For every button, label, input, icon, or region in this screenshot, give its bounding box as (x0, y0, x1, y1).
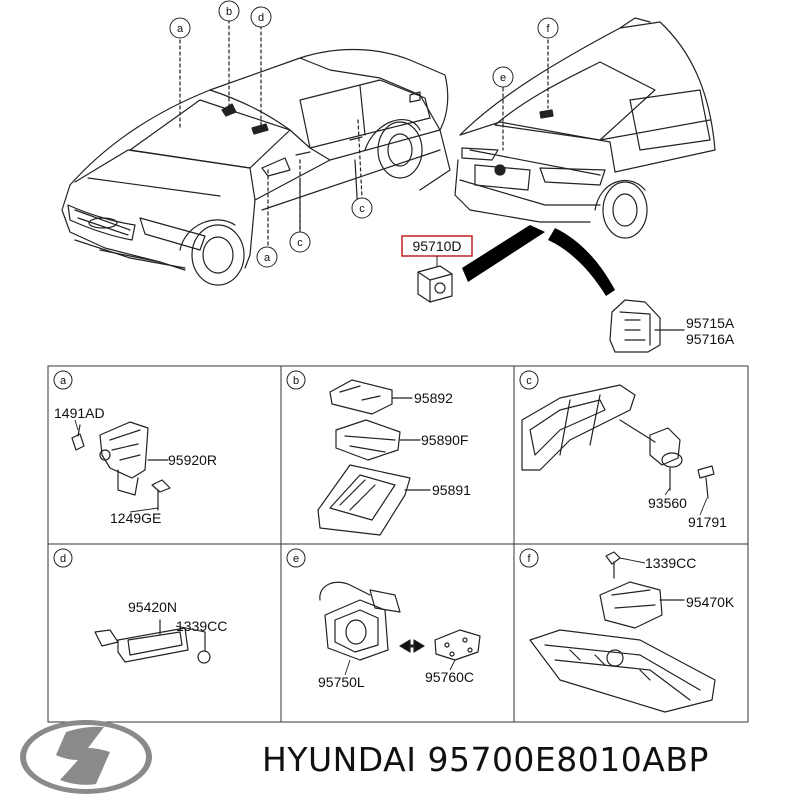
panel-c-drawing (521, 384, 715, 499)
panel-d-letter: d (60, 553, 66, 565)
rear-car-drawing (454, 17, 716, 239)
camera-95710D-drawing (417, 265, 453, 303)
panel-b-part-2: 95890F (421, 432, 468, 448)
front-car-drawing (61, 19, 451, 286)
panel-b-drawing (317, 379, 431, 536)
panel-b-letter: b (293, 375, 299, 387)
panel-d-part-2: 1339CC (176, 618, 227, 634)
bracket-label-1: 95715A (686, 315, 735, 331)
footer-title: HYUNDAI 95700E8010ABP (262, 740, 792, 779)
panel-d-drawing (94, 619, 211, 664)
panel-b-part-3: 95891 (432, 482, 471, 498)
rear-car-callouts (492, 17, 559, 88)
main-part-label: 95710D (412, 238, 461, 254)
panel-d-part-1: 95420N (128, 599, 177, 615)
panel-e-part-2: 95760C (425, 669, 474, 685)
brand-name: HYUNDAI (262, 740, 417, 779)
panel-f-letter: f (527, 553, 531, 565)
hyundai-logo (20, 720, 152, 794)
panel-a-part-2: 95920R (168, 452, 217, 468)
callout-c-bottom: c (297, 237, 303, 249)
panel-a-part-1: 1491AD (54, 405, 105, 421)
callout-a-top: a (177, 23, 184, 35)
callout-a-bottom: a (264, 252, 271, 264)
callout-d-top: d (258, 12, 264, 24)
callout-f-top: f (546, 23, 550, 35)
panel-f-part-2: 95470K (686, 594, 735, 610)
bracket-label-2: 95716A (686, 331, 735, 347)
panel-a-letter: a (60, 375, 67, 387)
panel-e-part-1: 95750L (318, 674, 365, 690)
front-car-callouts (169, 0, 373, 268)
panel-b-part-1: 95892 (414, 390, 453, 406)
panel-f-drawing (529, 551, 716, 713)
panel-f-part-1: 1339CC (645, 555, 696, 571)
panel-c-part-1: 93560 (648, 495, 687, 511)
callout-e-top: e (500, 72, 506, 84)
callout-c-side: c (359, 203, 365, 215)
panel-e-letter: e (293, 553, 299, 565)
callout-b-top: b (226, 6, 232, 18)
panel-a-part-3: 1249GE (110, 510, 161, 526)
panel-c-part-2: 91791 (688, 514, 727, 530)
panel-c-letter: c (526, 375, 532, 387)
bracket-95715A-drawing (609, 299, 685, 353)
panel-a-drawing (71, 421, 171, 511)
part-number: 95700E8010ABP (427, 740, 709, 779)
panel-e-drawing (319, 581, 481, 661)
